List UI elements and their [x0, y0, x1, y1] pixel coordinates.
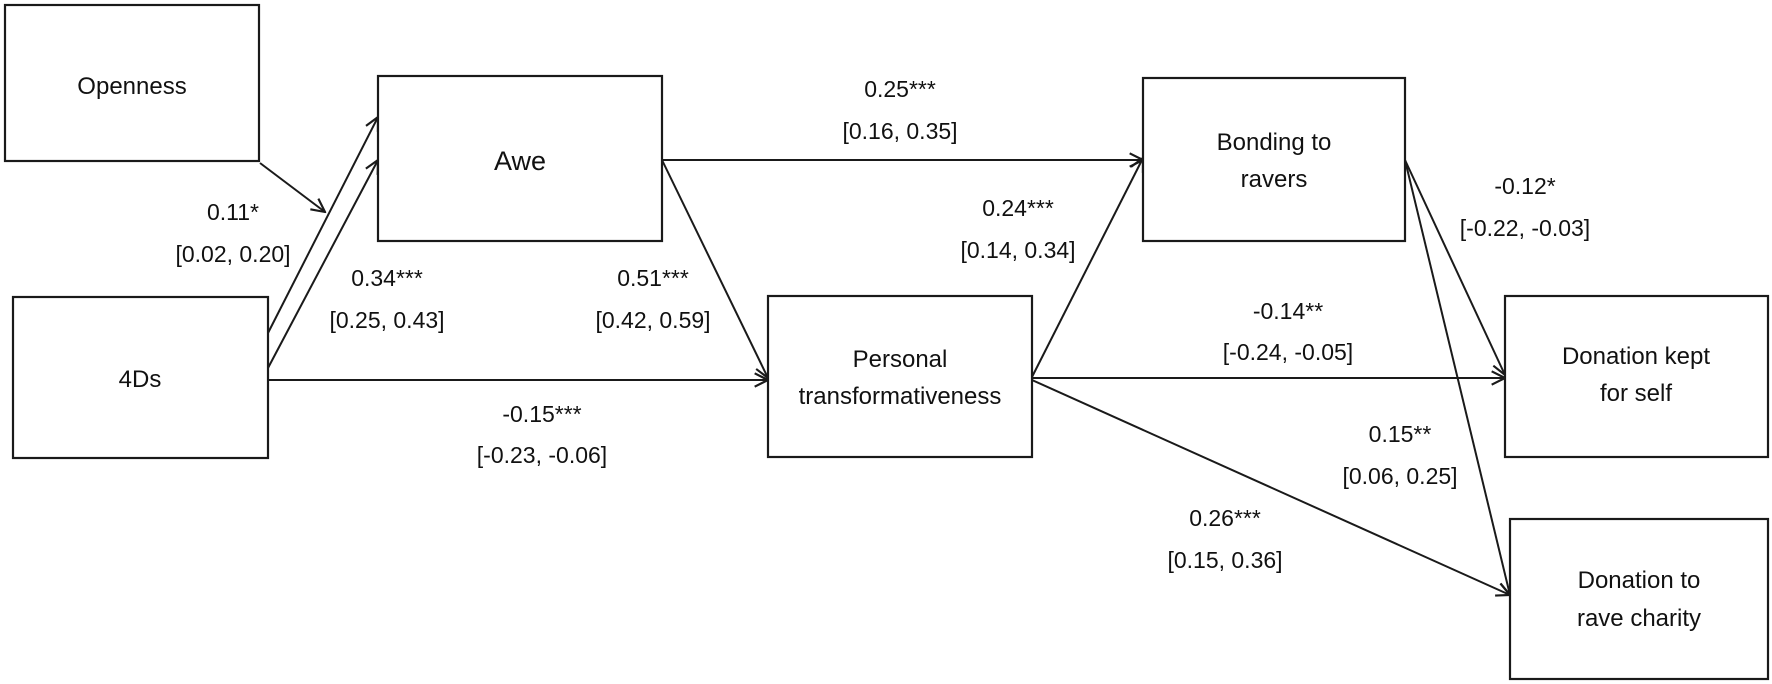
node-openness-box — [3, 3, 261, 163]
edge-ci-personal-kept: [-0.24, -0.05] — [1223, 339, 1353, 365]
svg-text:0.11*: 0.11* — [207, 199, 259, 225]
edge-4ds-to-awe-lower — [267, 160, 378, 369]
svg-text:[-0.22, -0.03]: [-0.22, -0.03] — [1460, 215, 1590, 241]
node-charity-box — [1508, 517, 1770, 681]
edge-awe-to-personal — [661, 159, 768, 378]
edge-coef-awe-bonding: 0.25*** — [864, 76, 936, 102]
node-bonding-label-line1: Bonding to — [1217, 129, 1332, 156]
svg-text:Openness: Openness — [77, 73, 186, 100]
edge-personal-to-bonding — [1031, 158, 1143, 378]
edge-bonding-to-kept — [1404, 159, 1505, 375]
node-4ds-box — [11, 295, 270, 460]
edge-4ds-to-awe-upper — [267, 117, 378, 334]
svg-text:Personal: Personal — [853, 346, 948, 373]
node-4ds: 4Ds — [11, 295, 270, 460]
edge-ci-personal-charity: [0.15, 0.36] — [1167, 547, 1282, 573]
edge-openness-to-awe — [259, 162, 325, 212]
edge-ci-awe-personal: [0.42, 0.59] — [595, 307, 710, 333]
svg-text:[0.15, 0.36]: [0.15, 0.36] — [1167, 547, 1282, 573]
svg-text:0.25***: 0.25*** — [864, 76, 936, 102]
edge-label-awe-bonding: 0.25*** [0.16, 0.35] — [842, 76, 957, 144]
svg-text:[0.02, 0.20]: [0.02, 0.20] — [175, 241, 290, 267]
edge-personal-to-charity — [1031, 379, 1510, 595]
edge-coef-bonding-charity: 0.15** — [1369, 421, 1432, 447]
edges — [259, 117, 1510, 595]
node-bonding-label-line2: ravers — [1241, 166, 1308, 193]
node-donation-kept: Donation kept for self — [1503, 294, 1770, 459]
svg-text:ravers: ravers — [1241, 166, 1308, 193]
svg-text:0.26***: 0.26*** — [1189, 505, 1261, 531]
svg-text:[-0.23, -0.06]: [-0.23, -0.06] — [477, 442, 607, 468]
svg-text:Donation to: Donation to — [1578, 567, 1701, 594]
edge-label-bonding-charity: 0.15** [0.06, 0.25] — [1342, 421, 1457, 489]
node-awe-box — [376, 74, 664, 243]
node-openness-label: Openness — [77, 73, 186, 100]
edge-ci-personal-bonding: [0.14, 0.34] — [960, 237, 1075, 263]
node-awe: Awe — [376, 74, 664, 243]
edge-coef-bonding-kept: -0.12* — [1494, 173, 1555, 199]
edge-coef-4ds-personal: -0.15*** — [502, 401, 581, 427]
svg-text:-0.14**: -0.14** — [1253, 298, 1323, 324]
edge-label-personal-kept: -0.14** [-0.24, -0.05] — [1223, 298, 1353, 365]
svg-text:0.15**: 0.15** — [1369, 421, 1432, 447]
svg-text:transformativeness: transformativeness — [799, 383, 1002, 410]
edge-label-4ds-personal: -0.15*** [-0.23, -0.06] — [477, 401, 607, 468]
node-donation-charity: Donation to rave charity — [1508, 517, 1770, 681]
edge-bonding-to-charity — [1404, 159, 1510, 595]
svg-text:[0.16, 0.35]: [0.16, 0.35] — [842, 118, 957, 144]
edge-ci-4ds-personal: [-0.23, -0.06] — [477, 442, 607, 468]
edge-label-awe-personal: 0.51*** [0.42, 0.59] — [595, 265, 710, 333]
edge-label-4ds-awe: 0.34*** [0.25, 0.43] — [329, 265, 444, 333]
node-openness: Openness — [3, 3, 261, 163]
svg-text:Bonding to: Bonding to — [1217, 129, 1332, 156]
edge-coef-personal-kept: -0.14** — [1253, 298, 1323, 324]
svg-text:[-0.24, -0.05]: [-0.24, -0.05] — [1223, 339, 1353, 365]
node-kept-label-line1: Donation kept — [1562, 343, 1710, 370]
node-kept-label-line2: for self — [1600, 380, 1672, 407]
node-personal-label-line1: Personal — [853, 346, 948, 373]
edge-ci-4ds-awe: [0.25, 0.43] — [329, 307, 444, 333]
edge-coef-personal-charity: 0.26*** — [1189, 505, 1261, 531]
node-personal-transformativeness: Personal transformativeness — [766, 294, 1034, 459]
node-charity-label-line2: rave charity — [1577, 605, 1701, 632]
svg-text:-0.15***: -0.15*** — [502, 401, 581, 427]
edge-ci-bonding-charity: [0.06, 0.25] — [1342, 463, 1457, 489]
node-kept-box — [1503, 294, 1770, 459]
edge-coef-awe-personal: 0.51*** — [617, 265, 689, 291]
svg-text:4Ds: 4Ds — [119, 366, 162, 393]
edge-labels: 0.11* [0.02, 0.20] 0.34*** [0.25, 0.43] … — [175, 76, 1590, 573]
edge-coef-4ds-awe: 0.34*** — [351, 265, 423, 291]
svg-text:[0.14, 0.34]: [0.14, 0.34] — [960, 237, 1075, 263]
svg-text:for self: for self — [1600, 380, 1672, 407]
svg-text:0.34***: 0.34*** — [351, 265, 423, 291]
node-bonding-to-ravers: Bonding to ravers — [1141, 76, 1407, 243]
svg-text:0.24***: 0.24*** — [982, 195, 1054, 221]
edge-coef-openness-awe: 0.11* — [207, 199, 259, 225]
edge-ci-awe-bonding: [0.16, 0.35] — [842, 118, 957, 144]
node-awe-label: Awe — [494, 146, 546, 176]
svg-text:0.51***: 0.51*** — [617, 265, 689, 291]
node-personal-label-line2: transformativeness — [799, 383, 1002, 410]
edge-coef-personal-bonding: 0.24*** — [982, 195, 1054, 221]
node-personal-box — [766, 294, 1034, 459]
edge-ci-openness-awe: [0.02, 0.20] — [175, 241, 290, 267]
svg-text:Donation kept: Donation kept — [1562, 343, 1710, 370]
edge-ci-bonding-kept: [-0.22, -0.03] — [1460, 215, 1590, 241]
node-4ds-label: 4Ds — [119, 366, 162, 393]
svg-text:-0.12*: -0.12* — [1494, 173, 1555, 199]
svg-text:rave charity: rave charity — [1577, 605, 1701, 632]
svg-text:[0.06, 0.25]: [0.06, 0.25] — [1342, 463, 1457, 489]
edge-label-openness-awe: 0.11* [0.02, 0.20] — [175, 199, 290, 267]
edge-label-personal-charity: 0.26*** [0.15, 0.36] — [1167, 505, 1282, 573]
edge-label-personal-bonding: 0.24*** [0.14, 0.34] — [960, 195, 1075, 263]
svg-text:[0.42, 0.59]: [0.42, 0.59] — [595, 307, 710, 333]
svg-text:[0.25, 0.43]: [0.25, 0.43] — [329, 307, 444, 333]
edge-label-bonding-kept: -0.12* [-0.22, -0.03] — [1460, 173, 1590, 241]
node-charity-label-line1: Donation to — [1578, 567, 1701, 594]
node-bonding-box — [1141, 76, 1407, 243]
svg-text:Awe: Awe — [494, 146, 546, 176]
